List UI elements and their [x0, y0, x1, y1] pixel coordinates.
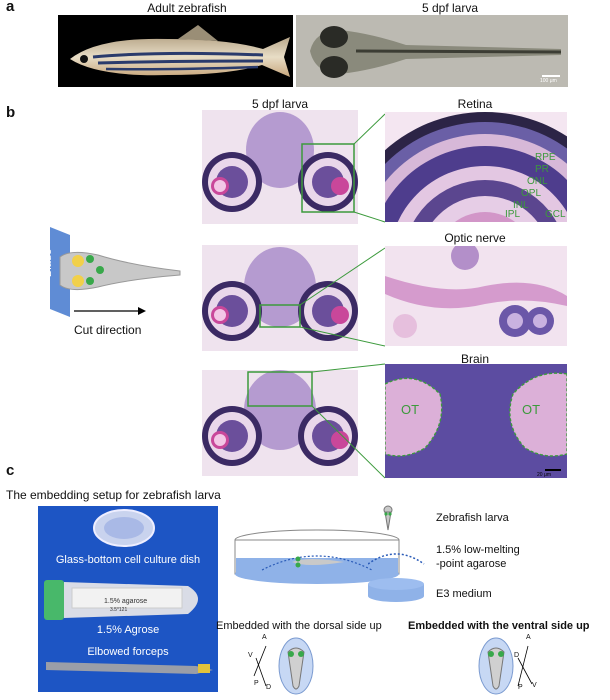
tube-label-number: 3.5*121 — [110, 607, 128, 613]
retina-zoom: RPE PR ONL OPL INL IPL GCL — [385, 112, 567, 222]
legend-agarose-line1: 1.5% low-melting — [436, 544, 520, 556]
adult-zebrafish-caption: Adult zebrafish — [147, 1, 227, 15]
dorsal-axis-p: P — [254, 680, 259, 687]
ventral-up-diagram: A D P V — [470, 634, 550, 696]
larva-dorsal-photo: 100 μm — [296, 15, 568, 87]
section-retina-overview — [202, 110, 358, 224]
ventral-up-title: Embedded with the ventral side up — [408, 620, 590, 632]
ventral-axis-p: P — [518, 684, 523, 691]
tube-label-text: 1.5% agarose — [104, 598, 148, 605]
layer-label-opl: OPL — [521, 188, 542, 199]
panel-b-label: b — [6, 104, 16, 121]
forceps-label: Elbowed forceps — [87, 646, 169, 658]
legend-icons — [368, 505, 425, 602]
optic-nerve-title: Optic nerve — [444, 231, 506, 245]
ventral-axis-v: V — [532, 682, 537, 689]
layer-label-inl: INL — [513, 200, 529, 211]
brain-zoom: OT OT 20 μm — [385, 364, 567, 478]
layer-label-onl: ONL — [527, 176, 548, 187]
embedding-setup-photo: 1.5% agarose 3.5*121 Glass-bottom cell c… — [38, 506, 218, 692]
blade-label: Blade — [42, 248, 55, 278]
legend-larva: Zebrafish larva — [436, 512, 509, 524]
dish-diagram — [232, 528, 402, 584]
ventral-axis-d: D — [514, 652, 520, 659]
legend-agarose-line2: -point agarose — [436, 558, 507, 570]
embedding-setup-title: The embedding setup for zebrafish larva — [6, 488, 221, 502]
dorsal-axis-v: V — [248, 652, 253, 659]
ventral-axis-a: A — [526, 634, 531, 641]
optic-nerve-zoom — [385, 246, 567, 346]
layer-label-pr: PR — [535, 164, 549, 175]
brain-scale-text: 20 μm — [537, 472, 551, 478]
layer-label-gcl: GCL — [545, 209, 566, 220]
glass-dish-label: Glass-bottom cell culture dish — [55, 554, 201, 566]
retina-title: Retina — [457, 97, 493, 111]
brain-ot-left: OT — [401, 402, 420, 417]
agarose-tube-label: 1.5% Agrose — [96, 624, 160, 636]
panel-a-label: a — [6, 0, 15, 15]
brain-ot-right: OT — [522, 402, 541, 417]
larva-caption: 5 dpf larva — [421, 1, 479, 15]
layer-label-rpe: RPE — [535, 152, 556, 163]
dorsal-up-diagram: A V P D — [244, 634, 324, 696]
section-optic-nerve-overview — [202, 245, 358, 351]
adult-zebrafish-photo — [58, 15, 293, 87]
brain-title: Brain — [460, 352, 489, 366]
layer-label-ipl: IPL — [505, 209, 521, 220]
cut-direction-label: Cut direction — [74, 323, 142, 337]
blade-cut-diagram: Blade Cut direction — [40, 227, 200, 342]
dorsal-axis-d: D — [266, 684, 272, 691]
legend-e3-medium: E3 medium — [436, 588, 492, 600]
panel-c-label: c — [6, 462, 15, 479]
dorsal-axis-a: A — [262, 634, 267, 641]
larva-scale-text: 100 μm — [540, 78, 557, 84]
section-brain-overview — [202, 370, 358, 476]
column-title-5dpf: 5 dpf larva — [251, 97, 309, 111]
dorsal-up-title: Embedded with the dorsal side up — [216, 620, 382, 632]
